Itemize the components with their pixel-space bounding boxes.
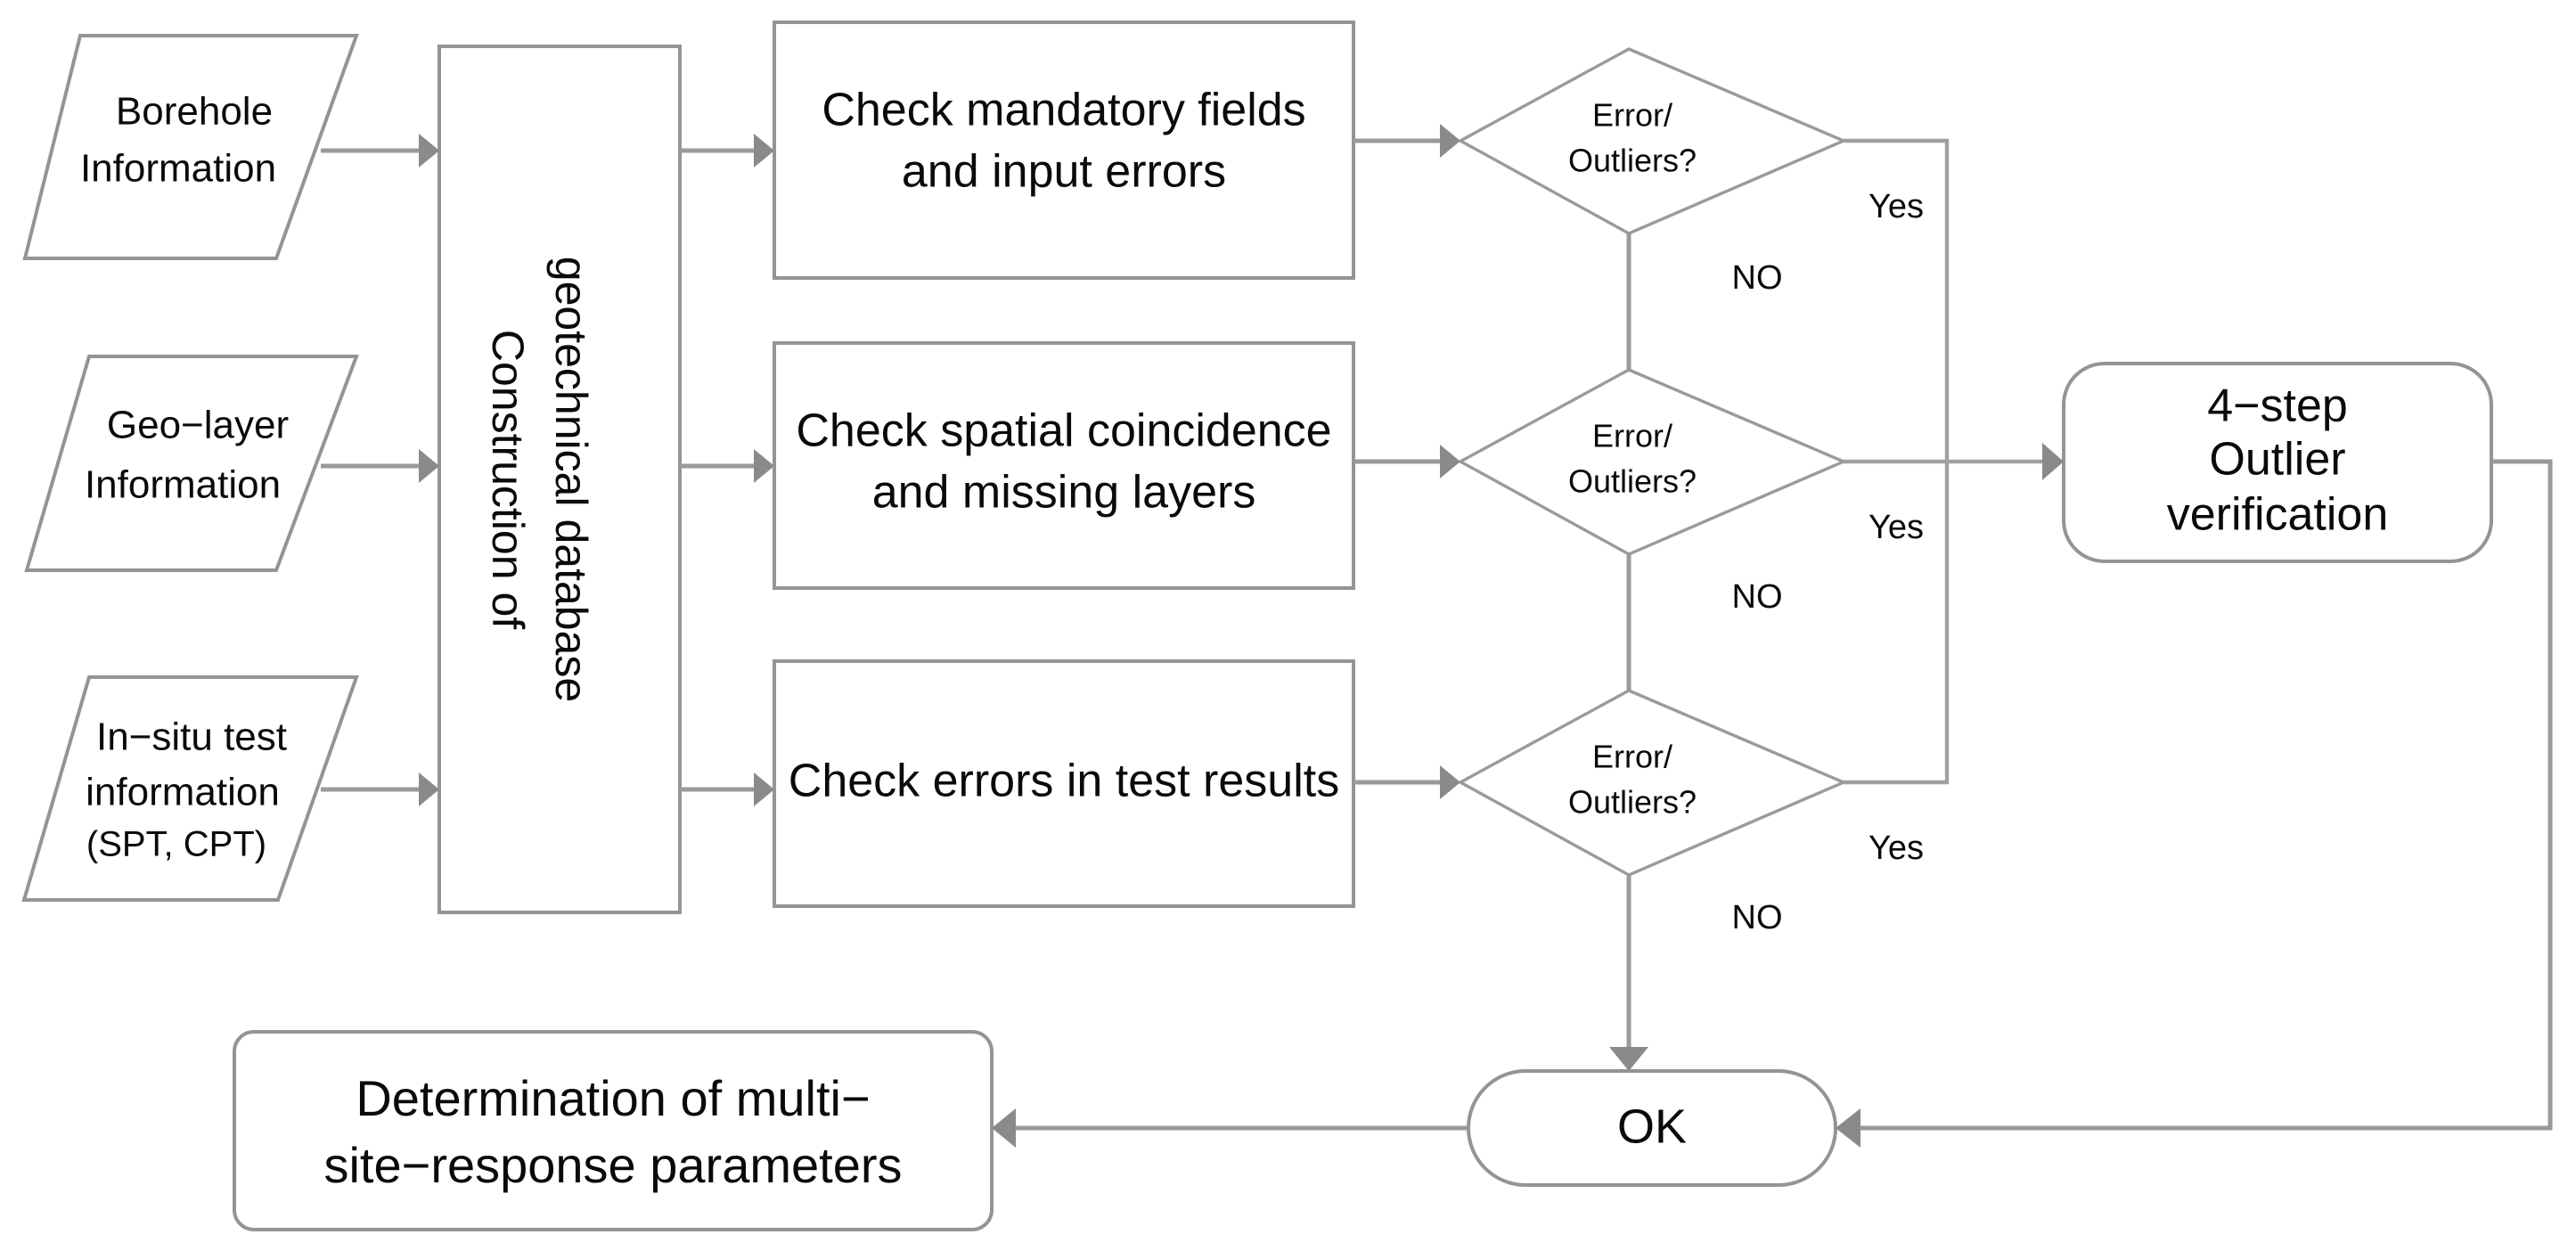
check-test-results-box[interactable]: Check errors in test results [773,659,1355,908]
database-line2: geotechnical database [546,257,596,702]
outlier-line3: verification [2167,489,2389,541]
ok-label: OK [1617,1100,1687,1153]
decision-2-yes-label: Yes [1869,509,1924,546]
connector-decision-1-yes [1844,138,1950,462]
connector-check-test-to-decision-3 [1353,765,1460,799]
diamond-shape [1457,689,1848,877]
input-geolayer-line1: Geo−layer [107,404,289,447]
decision-3[interactable]: Error/ Outliers? Yes NO [1457,689,1924,936]
check-rect [773,659,1355,908]
decision-1-yes-label: Yes [1869,188,1924,225]
decision-3-line2: Outliers? [1568,784,1697,821]
check-spatial-box[interactable]: Check spatial coincidence and missing la… [773,341,1355,590]
connector-insitu-to-database [321,773,439,806]
connector-ok-to-result [992,1108,1468,1148]
connector-borehole-to-database [321,134,439,168]
ok-node[interactable]: OK [1467,1069,1837,1187]
result-box[interactable]: Determination of multi− site−response pa… [233,1030,994,1231]
connector-database-to-check-mandatory [680,134,774,168]
decision-1[interactable]: Error/ Outliers? Yes NO [1457,47,1924,297]
check-mandatory-box[interactable]: Check mandatory fields and input errors [773,20,1355,280]
input-geolayer[interactable]: Geo−layer Information [24,355,359,572]
input-borehole-line2: Information [80,147,276,191]
connector-decision-3-yes [1844,462,1950,785]
input-insitu-line1: In−situ test [96,715,287,759]
check-spatial-line1: Check spatial coincidence [796,405,1331,457]
decision-1-no-label: NO [1732,259,1783,297]
input-insitu-line2: information [86,771,280,814]
connector-check-mandatory-to-decision-1 [1353,124,1460,158]
decision-1-line2: Outliers? [1568,143,1697,179]
parallelogram-shape [24,355,359,572]
connector-outlier-to-ok [1836,459,2553,1148]
connector-yes-bus-to-outlier [1844,443,2064,480]
connector-database-to-check-test [680,773,774,806]
check-test-line1: Check errors in test results [789,756,1339,807]
input-insitu[interactable]: In−situ test information (SPT, CPT) [21,675,359,902]
database-box[interactable]: Construction of geotechnical database [438,45,682,914]
decision-1-line1: Error/ [1592,97,1672,134]
outlier-line2: Outlier [2209,434,2345,486]
check-spatial-line2: and missing layers [872,467,1256,519]
parallelogram-shape [21,675,359,902]
decision-3-line1: Error/ [1592,739,1672,775]
input-borehole[interactable]: Borehole Information [22,34,359,260]
decision-2[interactable]: Error/ Outliers? Yes NO [1457,368,1924,616]
database-rect [438,45,682,914]
connector-check-spatial-to-decision-2 [1353,445,1460,478]
check-rect-full [773,20,1355,280]
diamond-shape [1457,368,1848,556]
result-line1: Determination of multi− [356,1070,870,1126]
decision-2-no-label: NO [1732,578,1783,616]
check-rect [773,341,1355,590]
database-line1: Construction of [483,330,533,629]
connector-geolayer-to-database [321,449,439,483]
result-line2: site−response parameters [323,1137,902,1193]
connector-database-to-check-spatial [680,449,774,483]
check-mandatory-line2: and input errors [902,146,1226,198]
outlier-verification-box[interactable]: 4−step Outlier verification [2062,362,2493,563]
decision-2-line1: Error/ [1592,418,1672,454]
check-mandatory-line1: Check mandatory fields [822,85,1305,136]
rounded-rect [233,1030,994,1231]
input-insitu-line3: (SPT, CPT) [86,825,266,864]
outlier-line1: 4−step [2207,380,2348,432]
decision-3-no-label: NO [1732,899,1783,936]
parallelogram-shape [22,34,359,260]
input-borehole-line1: Borehole [116,90,273,134]
input-geolayer-line2: Information [85,463,281,507]
decision-3-yes-label: Yes [1869,830,1924,867]
connector-decision-3-no-to-ok [1609,875,1648,1071]
decision-2-line2: Outliers? [1568,463,1697,500]
diamond-shape [1457,47,1848,235]
